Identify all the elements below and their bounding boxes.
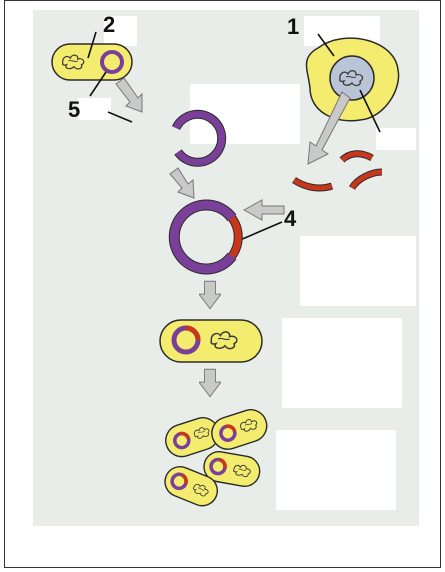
dna-fragments bbox=[292, 150, 383, 192]
label-box-side-2 bbox=[300, 236, 416, 306]
bacteria-colony bbox=[164, 409, 268, 507]
label-box-2 bbox=[104, 16, 137, 46]
label-box-5 bbox=[78, 98, 111, 120]
label-pointers bbox=[87, 31, 381, 241]
bacterium-source bbox=[51, 43, 133, 81]
recombinant-plasmid bbox=[168, 199, 243, 275]
label-5: 5 bbox=[68, 97, 81, 122]
label-1: 1 bbox=[287, 14, 300, 39]
label-box-1-bottom bbox=[376, 128, 416, 150]
label-2: 2 bbox=[103, 12, 116, 37]
label-box-side-3 bbox=[282, 318, 402, 408]
donor-cell bbox=[305, 37, 400, 122]
label-4: 4 bbox=[284, 206, 297, 231]
label-box-side-4 bbox=[276, 430, 396, 510]
open-plasmid bbox=[171, 109, 227, 167]
transformed-bacterium bbox=[159, 319, 263, 363]
process-arrows bbox=[115, 77, 351, 398]
